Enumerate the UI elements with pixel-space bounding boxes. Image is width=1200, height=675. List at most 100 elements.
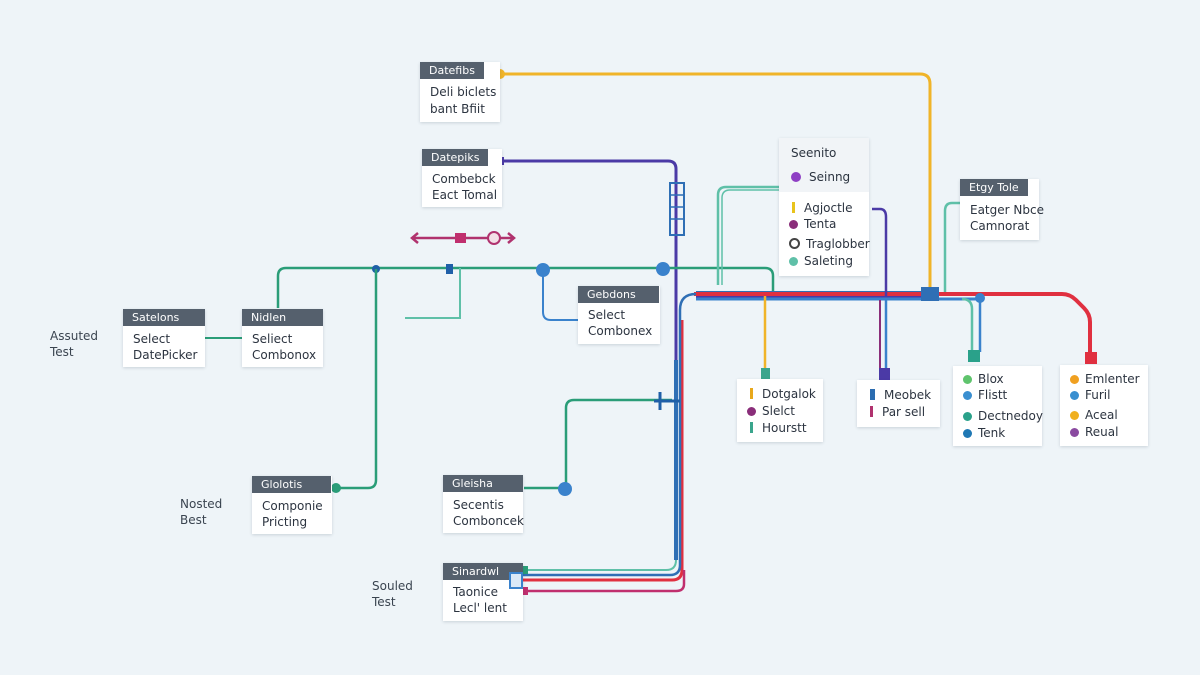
dropdown-option[interactable]: Agjoctle bbox=[789, 200, 853, 216]
connector-sinardwl-1 bbox=[520, 566, 528, 574]
node-header: Datefibs bbox=[420, 62, 484, 79]
marker-dot-icon bbox=[963, 391, 972, 400]
node-line: Combonox bbox=[252, 348, 317, 362]
node-gebdons[interactable]: Gebdons Select Combonex bbox=[578, 286, 660, 344]
marker-bar-icon bbox=[870, 406, 873, 417]
wire-teal-seenito-2 bbox=[721, 189, 780, 285]
marker-dot-icon bbox=[1070, 375, 1079, 384]
copy-icon[interactable] bbox=[509, 572, 523, 589]
legend-item: Aceal bbox=[1070, 407, 1118, 423]
connector-blox bbox=[968, 350, 980, 362]
legend-item: Furil bbox=[1070, 387, 1110, 403]
drop-teal-blox bbox=[961, 297, 974, 352]
wire-teal-seenito bbox=[716, 185, 780, 285]
marker-dot-icon bbox=[747, 407, 756, 416]
marker-bar-icon bbox=[750, 422, 753, 433]
node-header: Glolotis bbox=[252, 476, 331, 493]
side-label-assuted: Assuted Test bbox=[50, 329, 99, 359]
node-datefibs[interactable]: Datefibs Deli biclets bant Bfiit bbox=[420, 62, 500, 122]
trunk-magenta bbox=[526, 570, 686, 593]
side-label-souled: Souled Test bbox=[372, 579, 413, 609]
junction-blue-blox bbox=[975, 293, 985, 303]
legend-item: Dectnedoy bbox=[963, 408, 1043, 424]
trunk-stack-lines bbox=[670, 194, 684, 220]
node-glolotis[interactable]: Glolotis Componie Pricting bbox=[252, 476, 332, 534]
dropdown-selected[interactable]: Seinng bbox=[791, 170, 850, 184]
wire-green-main bbox=[276, 266, 775, 308]
node-line: Eatger Nbce bbox=[970, 203, 1044, 217]
legend-item: Tenk bbox=[963, 425, 1005, 441]
trunk-teal bbox=[522, 559, 677, 571]
connector-green-glolotis bbox=[331, 483, 341, 493]
node-line: Lecl' lent bbox=[453, 601, 507, 615]
dropdown-header: Seenito Seinng bbox=[779, 138, 869, 192]
legend-item: Reual bbox=[1070, 424, 1118, 440]
dropdown-option[interactable]: Saleting bbox=[789, 253, 853, 269]
legend-item: Blox bbox=[963, 371, 1004, 387]
marker-dot-icon bbox=[963, 375, 972, 384]
node-header: Sinardwl bbox=[443, 563, 523, 580]
trunk-red bbox=[522, 320, 684, 582]
node-header: Gebdons bbox=[578, 286, 659, 303]
node-line: Select bbox=[133, 332, 171, 346]
junction-blue bbox=[536, 263, 550, 277]
connector-green-small bbox=[446, 264, 453, 274]
node-line: Taonice bbox=[453, 585, 498, 599]
node-etgy-tole[interactable]: Etgy Tole Eatger Nbce Camnorat bbox=[960, 179, 1044, 240]
dropdown-option[interactable]: Traglobber bbox=[789, 236, 870, 252]
legend-item: Par sell bbox=[867, 404, 925, 420]
drop-purple bbox=[872, 207, 888, 296]
node-line: Seliect bbox=[252, 332, 293, 346]
node-datepiks[interactable]: Datepiks Combebck Eact Tomal bbox=[422, 149, 502, 207]
legend-item: Slelct bbox=[747, 403, 795, 419]
bus-red bbox=[694, 292, 1092, 356]
node-gleisha[interactable]: Gleisha Secentis Comboncek bbox=[443, 475, 524, 533]
node-line: Deli biclets bbox=[430, 85, 497, 99]
trunk-stack bbox=[669, 182, 685, 236]
node-nidlen[interactable]: Nidlen Seliect Combonox bbox=[242, 309, 323, 367]
arrowhead-right bbox=[507, 232, 516, 244]
node-line: Componie bbox=[262, 499, 323, 513]
tee-connector bbox=[654, 392, 680, 410]
connector-teal-dotgalok bbox=[761, 368, 770, 380]
bus-hub bbox=[921, 287, 939, 301]
trunk-steel bbox=[522, 292, 697, 577]
wire-purple bbox=[500, 159, 678, 360]
legend-item: Emlenter bbox=[1070, 371, 1140, 387]
node-line: Pricting bbox=[262, 515, 308, 529]
node-line: bant Bfiit bbox=[430, 102, 485, 116]
junction-blue-2 bbox=[656, 262, 670, 276]
legend-item: Flistt bbox=[963, 387, 1007, 403]
node-line: Eact Tomal bbox=[432, 188, 498, 202]
legend-item: Dotgalok bbox=[747, 386, 816, 402]
wire-teal-etgy bbox=[943, 201, 960, 296]
legend-blox: Blox Flistt Dectnedoy Tenk bbox=[953, 366, 1043, 446]
marker-bar-icon bbox=[792, 202, 795, 213]
dropdown-option[interactable]: Tenta bbox=[789, 216, 836, 232]
wire-teal-short bbox=[405, 268, 461, 319]
node-line: Secentis bbox=[453, 498, 504, 512]
node-header: Satelons bbox=[123, 309, 205, 326]
node-line: DatePicker bbox=[133, 348, 198, 362]
port-ring-magenta bbox=[487, 231, 501, 245]
node-header: Gleisha bbox=[443, 475, 523, 492]
wire-yellow bbox=[500, 72, 932, 296]
connector-sinardwl-2 bbox=[520, 587, 528, 595]
node-line: Combonex bbox=[588, 324, 653, 338]
connector-meobek bbox=[879, 368, 890, 380]
marker-dot-icon bbox=[789, 220, 798, 229]
legend-meobek: Meobek Par sell bbox=[857, 380, 940, 427]
node-line: Camnorat bbox=[970, 219, 1030, 233]
marker-dot-icon bbox=[1070, 428, 1079, 437]
node-line: Select bbox=[588, 308, 626, 322]
node-header: Etgy Tole bbox=[960, 179, 1028, 196]
seenito-dropdown[interactable]: Seenito Seinng Agjoctle Tenta Traglobber… bbox=[779, 138, 870, 276]
marker-dot-icon bbox=[1070, 411, 1079, 420]
node-satelons[interactable]: Satelons Select DatePicker bbox=[123, 309, 205, 367]
node-sinardwl[interactable]: Sinardwl Taonice Lecl' lent bbox=[443, 563, 523, 621]
wire-green-gleisha bbox=[524, 398, 672, 490]
legend-emlenter: Emlenter Furil Aceal Reual bbox=[1060, 365, 1148, 446]
legend-item: Hourstt bbox=[747, 420, 807, 436]
marker-dot-icon bbox=[963, 412, 972, 421]
